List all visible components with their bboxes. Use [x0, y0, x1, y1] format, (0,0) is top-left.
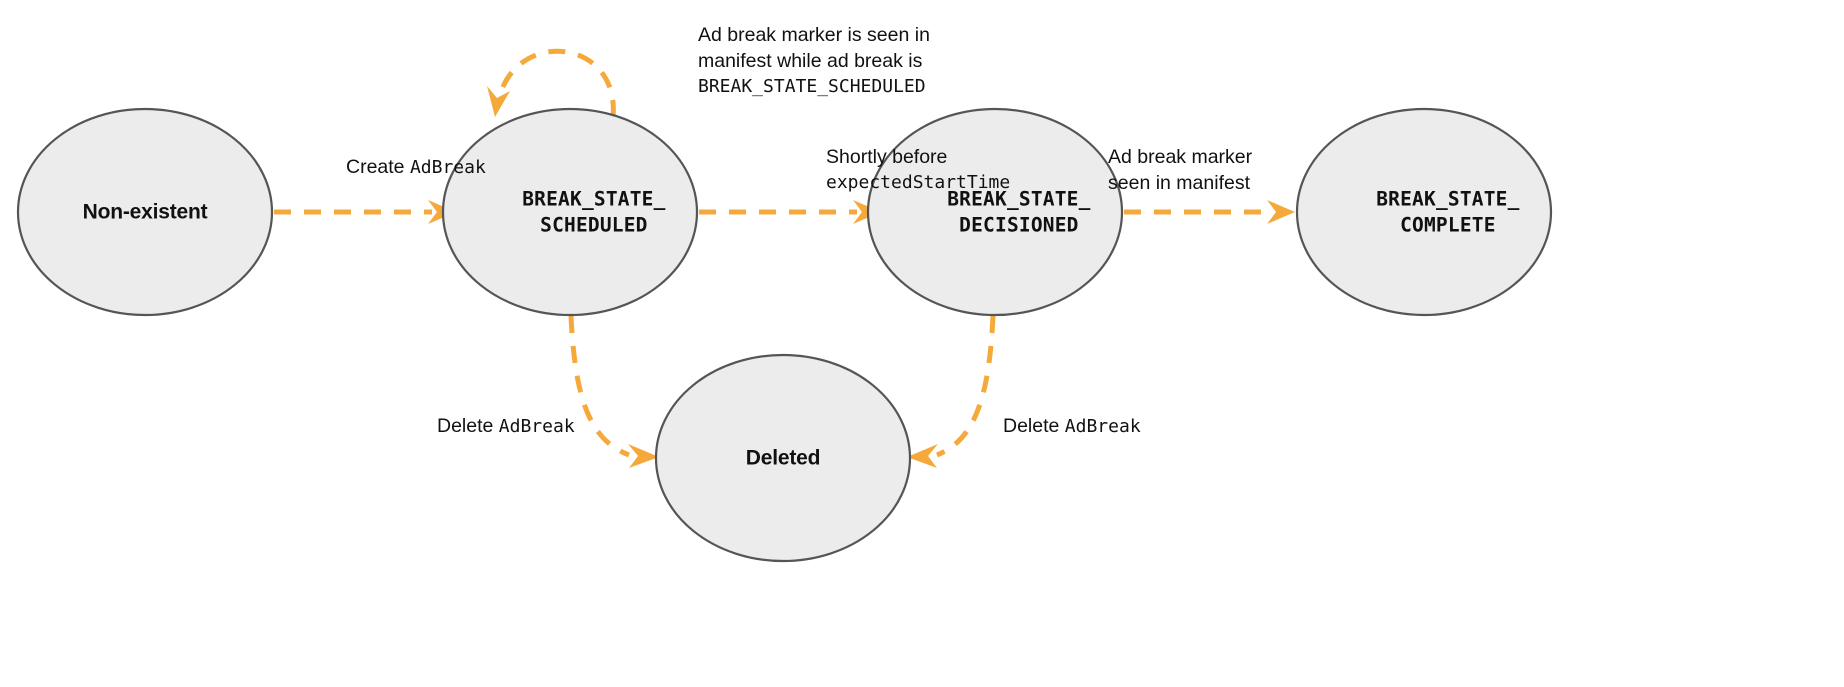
edge-scheduled-to-decisioned[interactable] [699, 200, 881, 224]
edge-scheduled-to-deleted-arrowhead [628, 444, 659, 468]
node-break-state-scheduled[interactable] [441, 107, 699, 317]
edge-decisioned-to-complete-arrowhead [1267, 200, 1295, 224]
edge-decisioned-to-complete[interactable] [1124, 200, 1295, 224]
node-deleted[interactable] [654, 353, 912, 563]
node-break-state-decisioned[interactable] [866, 107, 1124, 317]
edge-scheduled-to-deleted-path [568, 315, 630, 458]
edge-decisioned-to-deleted-arrowhead [907, 444, 938, 468]
edge-decisioned-to-deleted[interactable] [907, 315, 996, 468]
edge-scheduled-self-loop-arrowhead [487, 86, 510, 117]
edge-scheduled-self-loop-path [497, 48, 616, 118]
node-non-existent[interactable] [16, 107, 274, 317]
edge-decisioned-to-deleted-path [936, 315, 996, 458]
node-break-state-complete[interactable] [1295, 107, 1553, 317]
edge-scheduled-self-loop[interactable] [487, 48, 616, 118]
edge-scheduled-to-deleted[interactable] [568, 315, 659, 468]
edge-create-adbreak[interactable] [274, 200, 456, 224]
